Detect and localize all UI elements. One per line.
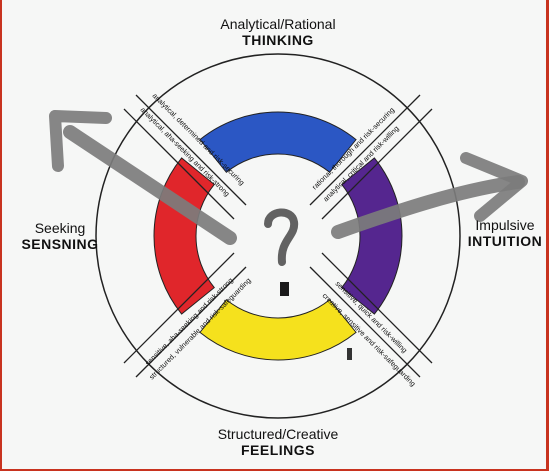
label-feelings: Structured/Creative FEELINGS bbox=[193, 426, 363, 458]
diagonal-dividers bbox=[123, 94, 433, 378]
sensing-title: SENSNING bbox=[21, 236, 99, 253]
arrow-left-head bbox=[49, 110, 112, 172]
label-thinking: Analytical/Rational THINKING bbox=[193, 16, 363, 48]
arrow-left bbox=[49, 110, 237, 245]
arrow-right-shaft bbox=[331, 175, 525, 239]
feelings-title: FEELINGS bbox=[240, 442, 315, 459]
intuition-title: INTUITION bbox=[467, 233, 543, 250]
outer-circle bbox=[95, 53, 461, 419]
intuition-subtitle: Impulsive bbox=[475, 217, 535, 233]
bottom-border-line bbox=[0, 469, 549, 471]
label-intuition: Impulsive INTUITION bbox=[462, 217, 548, 249]
arrow-right bbox=[331, 152, 528, 239]
thinking-title: THINKING bbox=[242, 32, 314, 49]
small-dash-mark bbox=[347, 348, 352, 360]
thinking-segment bbox=[199, 111, 357, 173]
sensing-subtitle: Seeking bbox=[34, 220, 86, 236]
center-question-mark bbox=[264, 208, 299, 266]
feelings-subtitle: Structured/Creative bbox=[217, 426, 339, 442]
label-sensing: Seeking SENSNING bbox=[10, 220, 110, 252]
intuition-segment bbox=[341, 157, 403, 315]
center-dot-mark bbox=[280, 282, 289, 296]
thinking-subtitle: Analytical/Rational bbox=[220, 16, 336, 32]
arrow-right-head bbox=[460, 152, 528, 222]
sensing-segment bbox=[153, 157, 215, 315]
left-border-line bbox=[0, 0, 2, 471]
feelings-segment bbox=[199, 299, 357, 361]
right-border-line bbox=[546, 0, 549, 471]
arrow-left-shaft bbox=[63, 125, 237, 245]
